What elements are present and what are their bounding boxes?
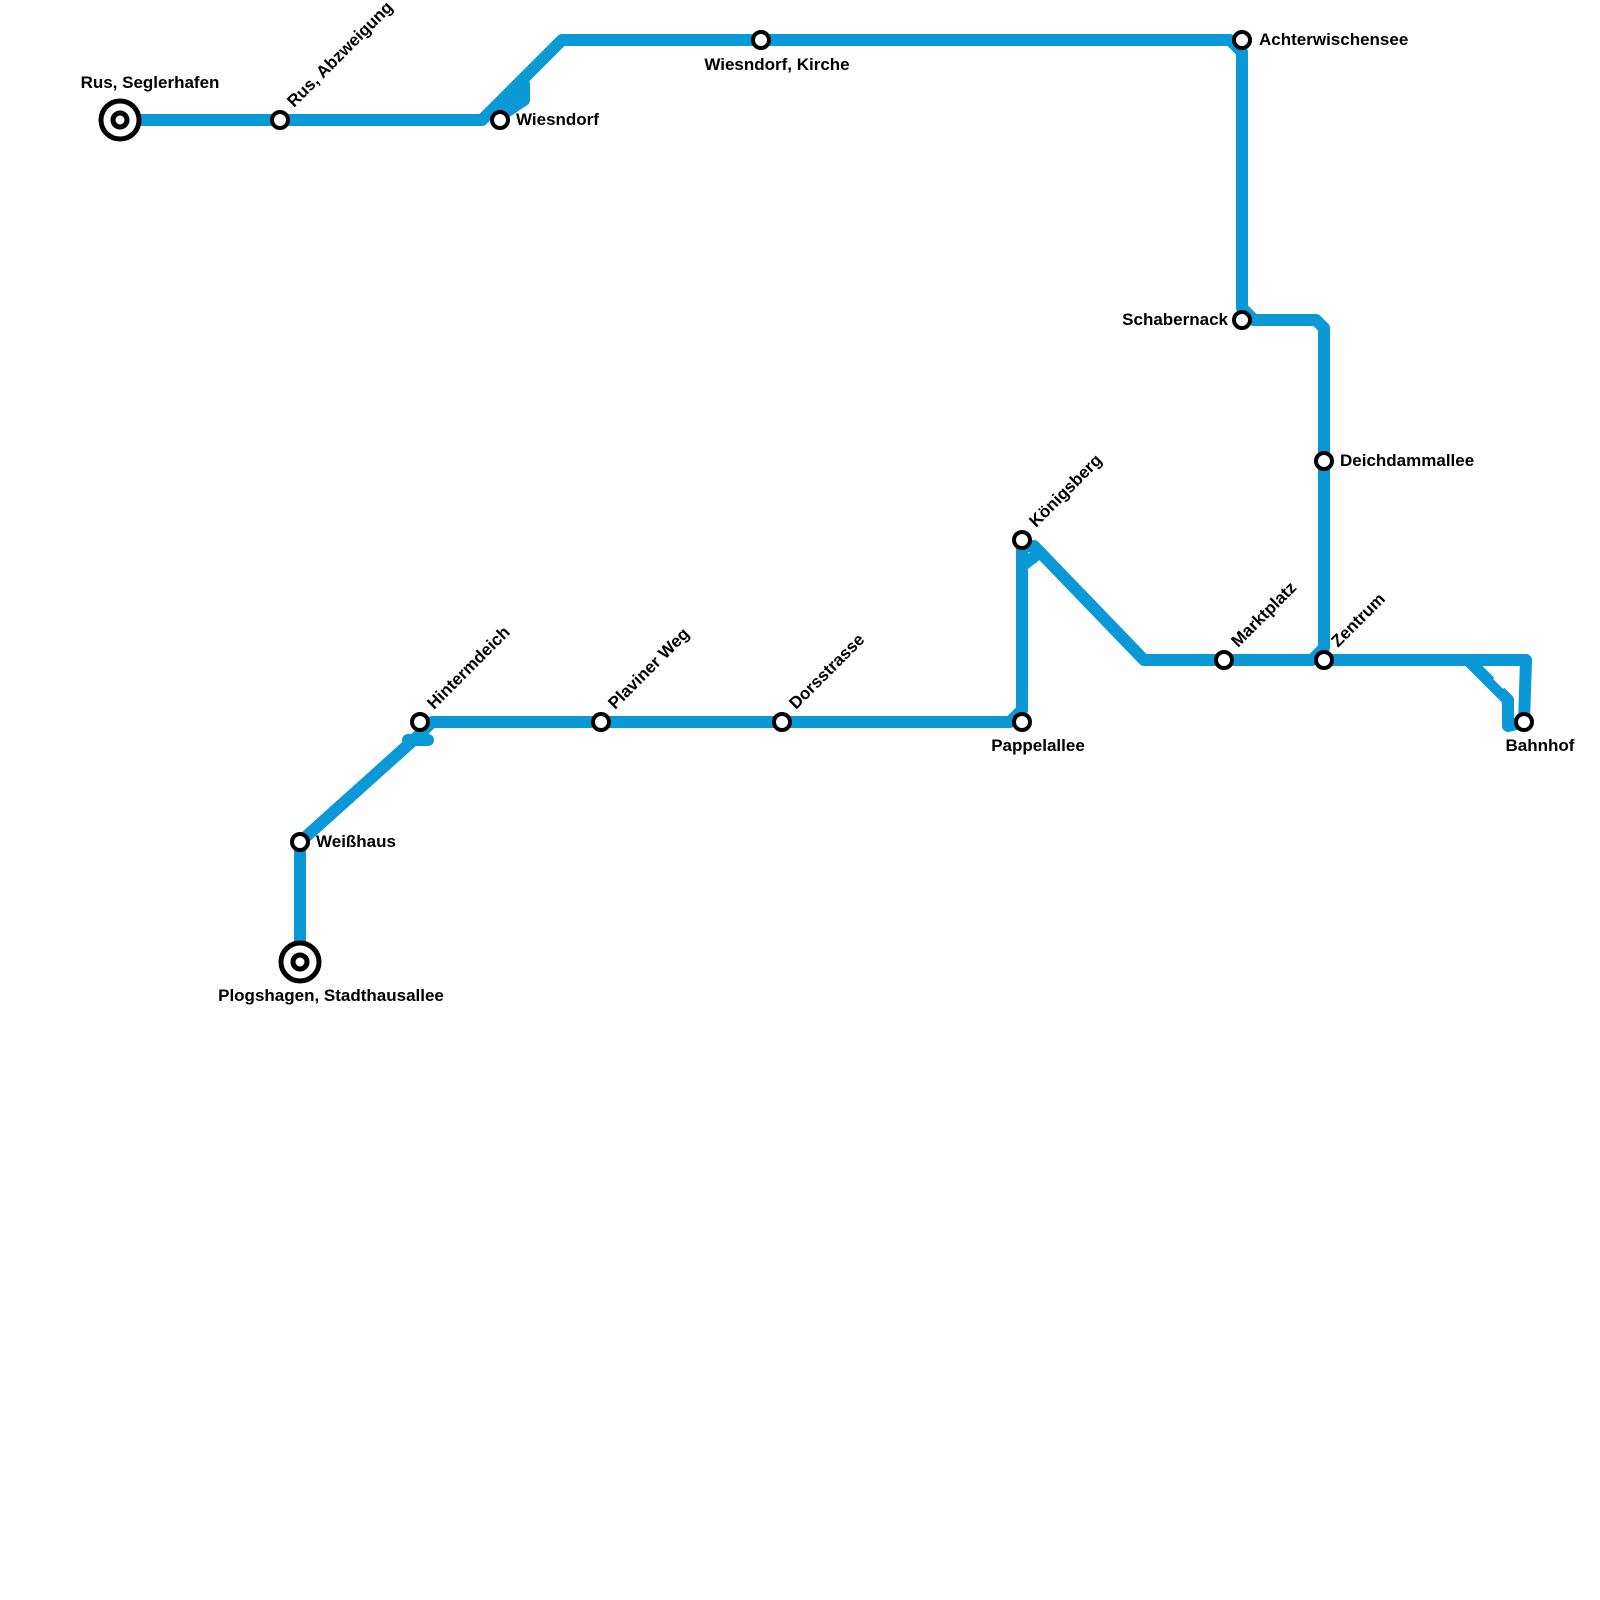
transfer-diamond-icon (1493, 669, 1513, 689)
station-wiesndorf[interactable]: Wiesndorf (490, 110, 599, 130)
station-label: Wiesndorf (516, 110, 599, 129)
station-label: Plaviner Weg (604, 624, 693, 713)
station-label: Bahnhof (1506, 736, 1575, 755)
station-weisshaus[interactable]: Weißhaus (290, 832, 396, 852)
route-path (114, 34, 1330, 968)
station-icon (751, 30, 771, 50)
route-stub (490, 78, 530, 118)
route-line (114, 34, 1532, 968)
station-hintermdeich[interactable]: Hintermdeich (410, 623, 514, 732)
station-deichdammallee[interactable]: Deichdammallee (1314, 451, 1474, 471)
station-icon (591, 712, 611, 732)
station-label: Schabernack (1122, 310, 1228, 329)
station-achterwischensee[interactable]: Achterwischensee (1232, 30, 1408, 50)
station-koenigsberg[interactable]: Königsberg (1012, 451, 1106, 550)
route-stub (1016, 546, 1046, 572)
station-label: Rus, Abzweigung (283, 0, 396, 111)
station-wiesndorf-kirche[interactable]: Wiesndorf, Kirche (704, 30, 850, 74)
terminus-inner-icon (290, 952, 310, 972)
station-icon (270, 110, 290, 130)
station-label: Rus, Seglerhafen (81, 73, 220, 92)
station-label: Weißhaus (316, 832, 396, 851)
station-label: Achterwischensee (1259, 30, 1408, 49)
station-label: Zentrum (1327, 589, 1389, 651)
station-icon (1232, 30, 1252, 50)
route-path-east (1318, 654, 1532, 732)
station-rus-seglerhafen[interactable]: Rus, Seglerhafen (81, 73, 220, 142)
station-icon (1314, 650, 1334, 670)
station-pappelallee[interactable]: Pappelallee (991, 712, 1085, 755)
station-rus-abzweigung[interactable]: Rus, Abzweigung (270, 0, 397, 130)
station-label: Plogshagen, Stadthausallee (218, 986, 444, 1005)
station-icon (1314, 451, 1334, 471)
station-label: Dorsstrasse (785, 630, 868, 713)
station-icon (1012, 530, 1032, 550)
station-icon (490, 110, 510, 130)
station-icon (290, 832, 310, 852)
station-icon (1514, 712, 1534, 732)
station-label: Pappelallee (991, 736, 1085, 755)
station-icon (410, 712, 430, 732)
station-label: Marktplatz (1227, 578, 1300, 651)
station-plaviner-weg[interactable]: Plaviner Weg (591, 624, 693, 732)
station-schabernack[interactable]: Schabernack (1122, 310, 1252, 330)
station-dorsstrasse[interactable]: Dorsstrasse (772, 630, 868, 732)
station-icon (772, 712, 792, 732)
terminus-inner-icon (110, 110, 130, 130)
station-label: Deichdammallee (1340, 451, 1474, 470)
station-label: Königsberg (1025, 451, 1105, 531)
station-label: Wiesndorf, Kirche (704, 55, 849, 74)
station-icon (1214, 650, 1234, 670)
station-label: Hintermdeich (423, 623, 513, 713)
station-bahnhof[interactable]: Bahnhof (1493, 669, 1575, 755)
station-plogshagen-stadthausallee[interactable]: Plogshagen, Stadthausallee (218, 940, 444, 1005)
station-icon (1232, 310, 1252, 330)
station-icon (1012, 712, 1032, 732)
